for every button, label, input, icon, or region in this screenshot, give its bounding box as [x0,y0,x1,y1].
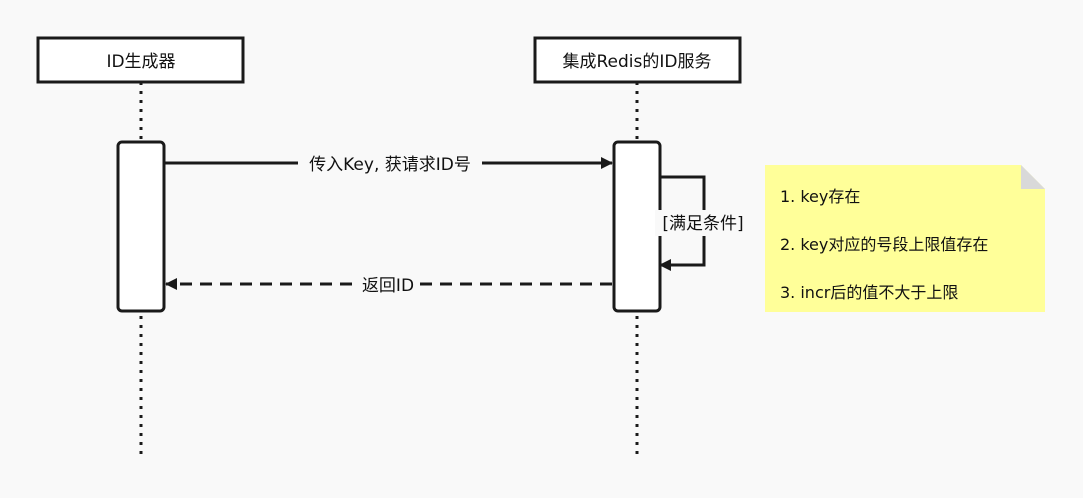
message-return-label: 返回ID [362,276,414,296]
message-request-label: 传入Key, 获请求ID号 [309,155,471,175]
note [765,165,1045,312]
participant-generator: ID生成器 [36,36,245,84]
self-call-guard: [满足条件] [662,214,743,234]
participant-service: 集成Redis的ID服务 [533,36,742,84]
note-item-3: 3. incr后的值不大于上限 [780,283,959,302]
note-item-1: 1. key存在 [780,187,861,206]
participant-service-label: 集成Redis的ID服务 [563,52,712,72]
note-item-2: 2. key对应的号段上限值存在 [780,235,989,254]
message-request-label-bg [298,152,482,176]
participant-generator-label: ID生成器 [106,52,175,72]
message-return-label-bg [357,273,419,297]
activation-generator [116,140,166,313]
self-call-guard-bg [655,210,751,236]
activation-service [612,140,662,313]
note-body [765,165,1045,312]
note-folded-corner [1021,165,1045,189]
